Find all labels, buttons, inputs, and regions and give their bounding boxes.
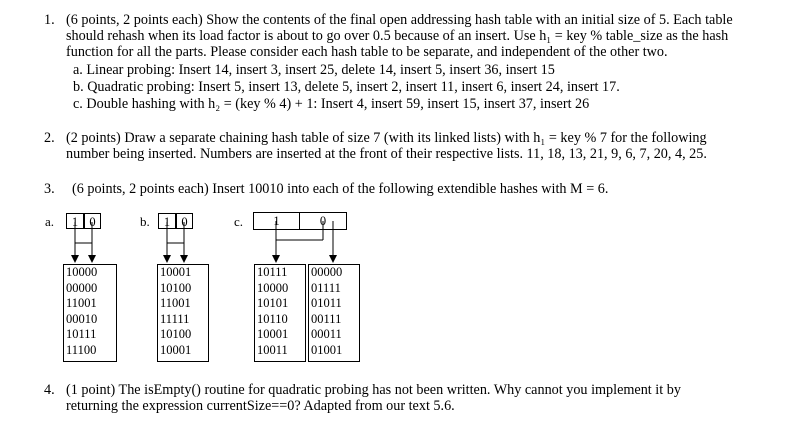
- q2-number: 2.: [44, 130, 55, 146]
- bucket-entry: 10100: [160, 327, 192, 341]
- bucket-entry: 11100: [66, 342, 97, 357]
- hash-a-bucket: 10000 00000 11001 00010 10111 11100: [63, 264, 117, 362]
- bucket-entry: 00000: [311, 265, 343, 279]
- q1-text-line: function for all the parts. Please consi…: [66, 44, 668, 60]
- hash-a-label: a.: [45, 214, 55, 229]
- hash-b-label: b.: [140, 214, 150, 229]
- bucket-entry: 11001: [160, 296, 191, 310]
- bucket-entry: 10001: [160, 265, 192, 279]
- bucket-entry: 10110: [257, 311, 288, 326]
- bucket-entry: 10101: [257, 296, 289, 310]
- q4-number: 4.: [44, 382, 55, 398]
- bucket-entry: 10000: [257, 280, 289, 295]
- q2-text-line: (2 points) Draw a separate chaining hash…: [66, 130, 707, 146]
- bucket-entry: 01111: [311, 280, 341, 295]
- q1-part-c: c. Double hashing with h₂ = (key % 4) + …: [73, 96, 590, 112]
- bucket-entry: 10111: [66, 327, 97, 341]
- bucket-entry: 00111: [311, 311, 342, 326]
- q1-text-line: (6 points, 2 points each) Show the conte…: [66, 12, 733, 28]
- bucket-entry: 10001: [257, 327, 289, 341]
- q1-part-b: b. Quadratic probing: Insert 5, insert 1…: [73, 79, 620, 95]
- q4-text-line: (1 point) The isEmpty() routine for quad…: [66, 382, 681, 398]
- hash-c-bucket-1: 10111 10000 10101 10110 10001 10011: [254, 264, 306, 362]
- hash-c-label: c.: [234, 214, 244, 229]
- q3-text-line: (6 points, 2 points each) Insert 10010 i…: [72, 181, 609, 197]
- bucket-entry: 11001: [66, 296, 97, 310]
- bucket-entry: 10011: [257, 342, 288, 357]
- bucket-entry: 01011: [311, 296, 342, 310]
- bucket-entry: 10111: [257, 265, 288, 279]
- hash-b-bucket: 10001 10100 11001 11111 10100 10001: [157, 264, 209, 362]
- bucket-entry: 01001: [311, 342, 343, 357]
- q3-number: 3.: [44, 181, 55, 197]
- q2-text-line: number being inserted. Numbers are inser…: [66, 146, 707, 162]
- bucket-entry: 00010: [66, 311, 98, 326]
- bucket-entry: 11111: [160, 311, 190, 326]
- bucket-entry: 00011: [311, 327, 342, 341]
- hash-c-bucket-0: 00000 01111 01011 00111 00011 01001: [308, 264, 360, 362]
- bucket-entry: 10100: [160, 280, 192, 295]
- q1-text-line: should rehash when its load factor is ab…: [66, 28, 729, 44]
- q1-part-a: a. Linear probing: Insert 14, insert 3, …: [73, 62, 555, 78]
- bucket-entry: 10000: [66, 265, 98, 279]
- q4-text-line: returning the expression currentSize==0?…: [66, 398, 455, 414]
- q1-number: 1.: [44, 12, 55, 28]
- bucket-entry: 00000: [66, 280, 98, 295]
- bucket-entry: 10001: [160, 342, 192, 357]
